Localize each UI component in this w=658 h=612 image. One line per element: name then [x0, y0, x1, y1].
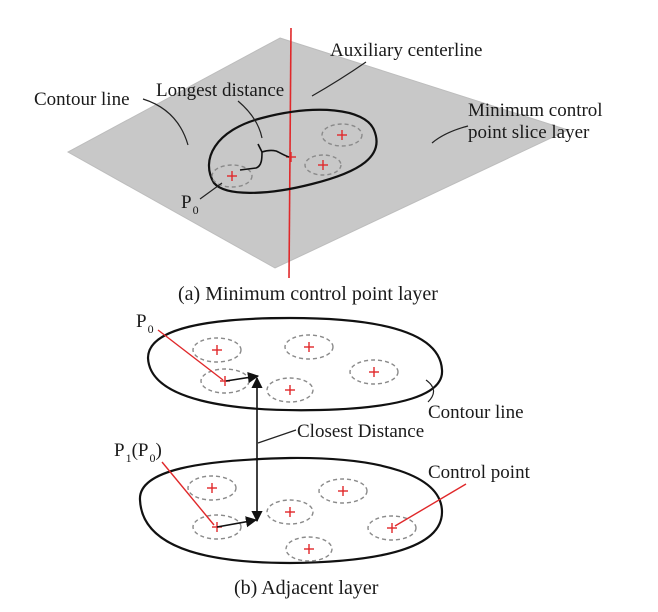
label-p1-p0-b: P1(P0) [114, 440, 162, 465]
leader-minimum-control [431, 125, 469, 144]
control-point-b-top-1 [192, 337, 242, 363]
caption-a: (a) Minimum control point layer [178, 283, 438, 305]
longest-distance-brace-tick [257, 143, 263, 153]
control-point-b-top-4 [266, 377, 314, 403]
control-point-b-bottom-4 [367, 515, 417, 541]
control-point-b-bottom-5 [285, 536, 333, 562]
panel-b: P0 Contour line Closest Distance P1(P0) … [114, 311, 531, 599]
contour-line-b-bottom [138, 456, 444, 565]
leader-p1-b [161, 461, 215, 526]
leader-auxiliary-centerline [311, 61, 367, 97]
slice-plane [66, 37, 570, 269]
label-auxiliary-centerline: Auxiliary centerline [330, 40, 482, 61]
control-point-a2 [304, 154, 342, 176]
auxiliary-centerline [288, 27, 292, 279]
caption-b: (b) Adjacent layer [234, 577, 379, 599]
leader-longest-distance [237, 100, 263, 139]
control-point-p0-a [211, 164, 253, 188]
label-p0-b: P0 [136, 311, 154, 336]
control-point-p0-b [200, 368, 250, 394]
label-p0-a: P0 [181, 192, 199, 217]
leader-contour-line-a [142, 98, 189, 146]
label-minimum-control-2: point slice layer [468, 122, 590, 143]
control-point-b-top-3 [349, 359, 399, 385]
label-closest-distance: Closest Distance [297, 421, 424, 442]
control-point-b-bottom-2 [318, 478, 368, 504]
label-minimum-control-1: Minimum control [468, 100, 603, 121]
label-longest-distance: Longest distance [156, 80, 284, 101]
control-point-b-bottom-1 [187, 475, 237, 501]
label-contour-line-a: Contour line [34, 89, 130, 110]
leader-p0-b [157, 329, 224, 381]
panel-a: Contour line Longest distance Auxiliary … [34, 27, 603, 305]
leader-control-point [394, 483, 467, 527]
leader-closest-distance [257, 429, 297, 444]
contour-line-b-top [146, 316, 444, 412]
label-control-point: Control point [428, 462, 531, 483]
leader-contour-line-b [425, 379, 435, 403]
longest-distance-brace [239, 149, 290, 171]
leader-p0-a [199, 182, 223, 200]
arrow-p1-to-bottom [216, 516, 258, 528]
control-point-a1 [321, 123, 363, 147]
control-point-b-top-2 [284, 334, 334, 360]
contour-line-a [207, 108, 378, 194]
control-point-b-bottom-3 [266, 499, 314, 525]
label-contour-line-b: Contour line [428, 402, 524, 423]
arrow-p0-to-top [225, 372, 260, 384]
